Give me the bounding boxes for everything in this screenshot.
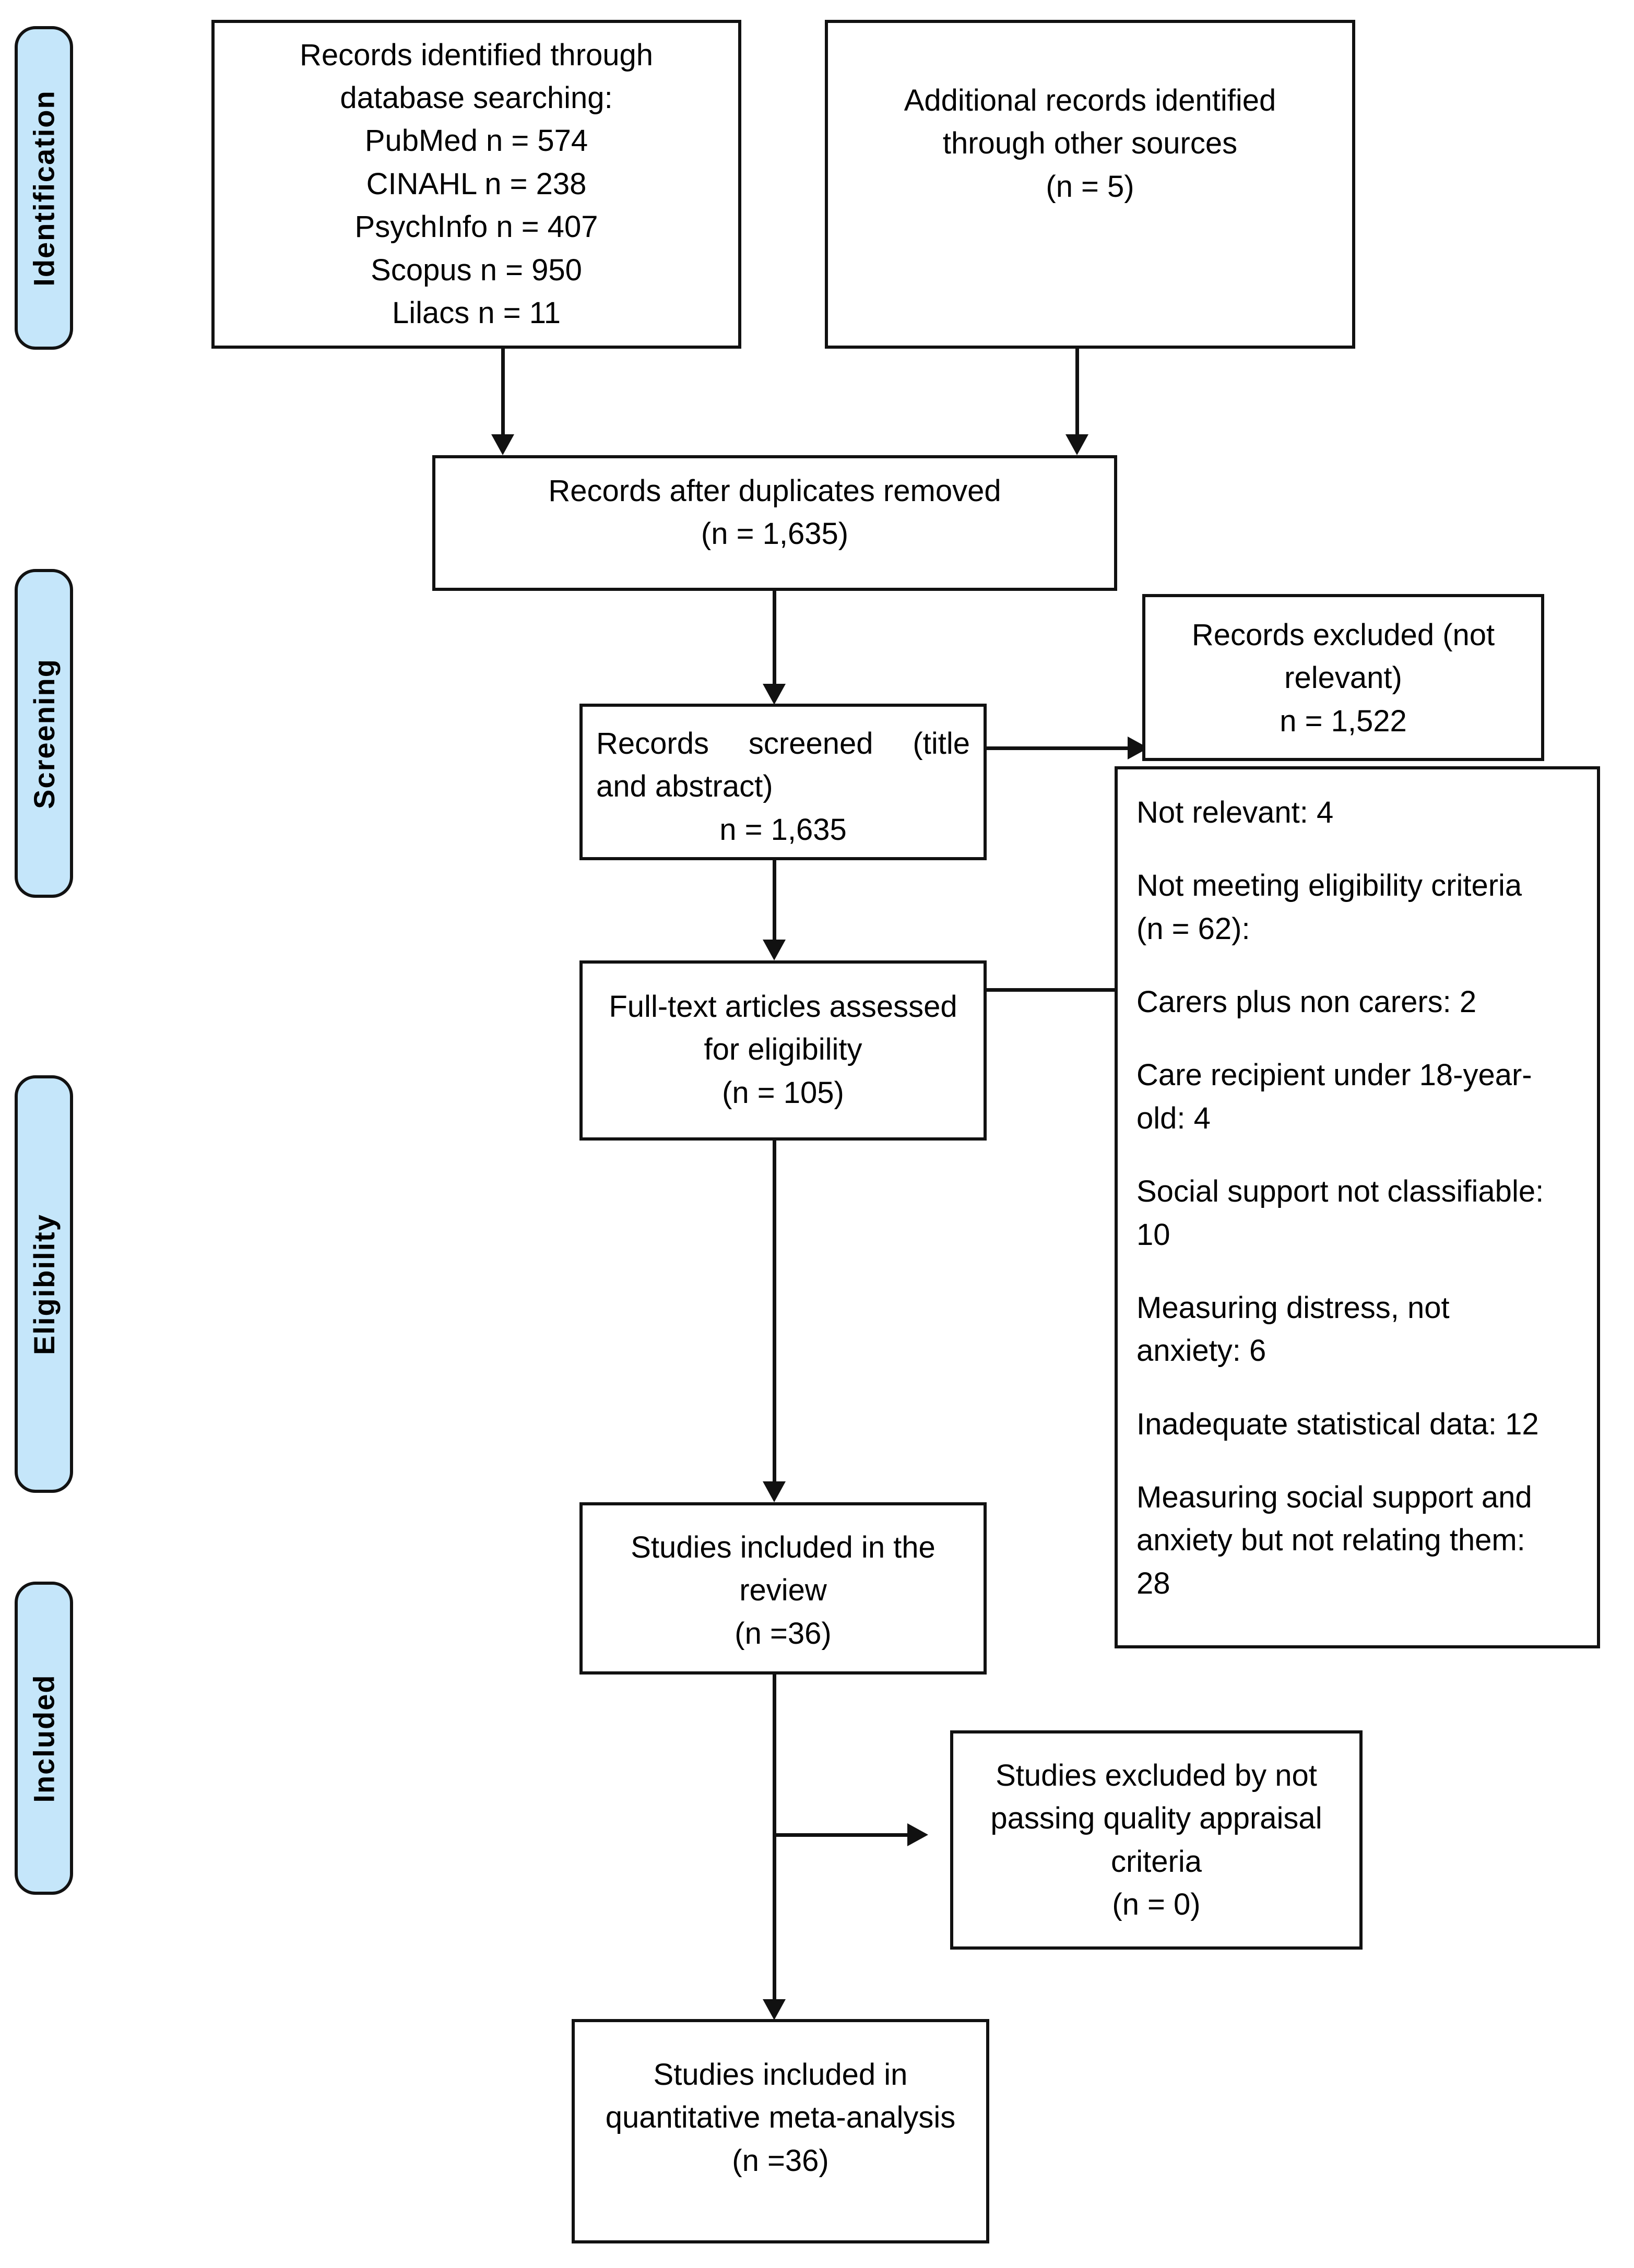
stage-bar-screening: Screening — [15, 569, 73, 898]
box-line-spacer — [1136, 1373, 1578, 1403]
box-line: (n = 62): — [1136, 911, 1250, 946]
stage-bar-identification: Identification — [15, 26, 73, 350]
arrowhead-duplicates-to-screened — [763, 684, 786, 705]
box-line: Not relevant: 4 — [1136, 795, 1334, 829]
box-additional-records-other-sources: Additional records identified through ot… — [825, 20, 1355, 349]
box-line: n = 1,635 — [719, 812, 847, 847]
connector-other-to-duplicates — [1075, 349, 1079, 437]
connector-review-to-meta — [773, 1675, 776, 2003]
box-line: Lilacs n = 11 — [392, 295, 561, 330]
box-line: Studies excluded by not — [996, 1759, 1317, 1792]
box-line: Records screened (title — [596, 727, 970, 761]
box-line: Scopus n = 950 — [371, 253, 582, 287]
stage-label-identification: Identification — [27, 89, 61, 287]
box-line: quantitative meta-analysis — [605, 2100, 956, 2135]
box-records-after-duplicates-removed: Records after duplicates removed (n = 1,… — [432, 455, 1117, 591]
box-line: CINAHL n = 238 — [366, 167, 587, 201]
connector-fulltext-to-included — [773, 1141, 776, 1485]
connector-review-to-quality-excluded — [774, 1833, 910, 1837]
box-line: Social support not classifiable: — [1136, 1174, 1544, 1209]
box-line: Records excluded (not — [1191, 618, 1495, 652]
arrowhead-other-to-duplicates — [1065, 434, 1088, 455]
box-line: 28 — [1136, 1566, 1170, 1600]
box-line: Care recipient under 18-year- — [1136, 1058, 1532, 1093]
box-line-spacer — [1136, 1256, 1578, 1287]
box-line: (n = 0) — [1112, 1887, 1201, 1922]
box-line: for eligibility — [704, 1032, 862, 1067]
box-line: and abstract) — [596, 769, 773, 804]
box-line: Carers plus non carers: 2 — [1136, 985, 1477, 1019]
box-line: relevant) — [1284, 661, 1402, 695]
box-records-identified-database: Records identified through database sear… — [211, 20, 741, 349]
box-line: anxiety but not relating them: — [1136, 1523, 1525, 1558]
box-line: Records after duplicates removed — [548, 474, 1001, 508]
box-line: n = 1,522 — [1280, 704, 1407, 738]
box-line: anxiety: 6 — [1136, 1334, 1266, 1368]
box-line: 10 — [1136, 1217, 1170, 1252]
stage-label-screening: Screening — [27, 658, 61, 809]
box-line-spacer — [1136, 834, 1578, 864]
box-studies-excluded-quality-appraisal: Studies excluded by not passing quality … — [950, 1730, 1363, 1950]
box-line: Additional records identified — [904, 84, 1276, 117]
box-line: (n = 1,635) — [701, 517, 849, 551]
box-line: PubMed n = 574 — [364, 124, 588, 158]
stage-label-included: Included — [27, 1673, 61, 1803]
box-line-spacer — [1136, 1024, 1578, 1054]
arrowhead-db-to-duplicates — [491, 434, 514, 455]
box-line-spacer — [1136, 1140, 1578, 1170]
box-line-spacer — [1136, 1446, 1578, 1476]
box-line: Records identified through — [299, 38, 654, 72]
box-line: through other sources — [942, 126, 1238, 161]
box-records-excluded: Records excluded (not relevant) n = 1,52… — [1142, 594, 1544, 761]
box-line: Measuring social support and — [1136, 1480, 1532, 1514]
connector-screened-to-excluded — [987, 746, 1130, 750]
box-line: Inadequate statistical data: 12 — [1136, 1407, 1539, 1441]
box-line: Studies included in the — [631, 1530, 936, 1564]
stage-bar-included: Included — [15, 1582, 73, 1895]
box-line: criteria — [1110, 1844, 1202, 1879]
box-line: review — [739, 1573, 827, 1608]
box-studies-included-meta-analysis: Studies included in quantitative meta-an… — [572, 2019, 989, 2243]
connector-db-to-duplicates — [501, 349, 505, 437]
box-line: (n =36) — [732, 2143, 829, 2178]
box-fulltext-assessed: Full-text articles assessed for eligibil… — [579, 960, 987, 1141]
stage-label-eligibility: Eligibility — [27, 1213, 61, 1355]
box-line: Studies included in — [653, 2058, 908, 2092]
box-line: old: 4 — [1136, 1101, 1211, 1135]
box-exclusion-reasons: Not relevant: 4 Not meeting eligibility … — [1115, 766, 1600, 1648]
arrowhead-screened-to-fulltext — [763, 940, 786, 960]
box-line: (n =36) — [735, 1616, 832, 1650]
box-line: PsychInfo n = 407 — [354, 210, 598, 244]
box-line: Measuring distress, not — [1136, 1290, 1450, 1325]
box-line: passing quality appraisal — [990, 1801, 1322, 1836]
arrowhead-fulltext-to-included — [763, 1481, 786, 1502]
box-line: (n = 105) — [722, 1075, 844, 1110]
arrowhead-review-to-meta — [763, 1999, 786, 2020]
box-line: (n = 5) — [1046, 169, 1134, 204]
connector-screened-to-fulltext — [773, 860, 776, 944]
box-studies-included-review: Studies included in the review (n =36) — [579, 1502, 987, 1675]
connector-duplicates-to-screened — [773, 591, 776, 687]
box-line: database searching: — [340, 81, 613, 115]
box-line: Not meeting eligibility criteria — [1136, 869, 1522, 903]
connector-fulltext-to-reasons — [987, 988, 1130, 992]
stage-bar-eligibility: Eligibility — [15, 1075, 73, 1493]
box-line-spacer — [1136, 951, 1578, 981]
arrowhead-review-to-quality-excluded — [907, 1823, 928, 1846]
box-records-screened: Records screened (title and abstract) n … — [579, 704, 987, 860]
box-line: Full-text articles assessed — [609, 990, 957, 1024]
